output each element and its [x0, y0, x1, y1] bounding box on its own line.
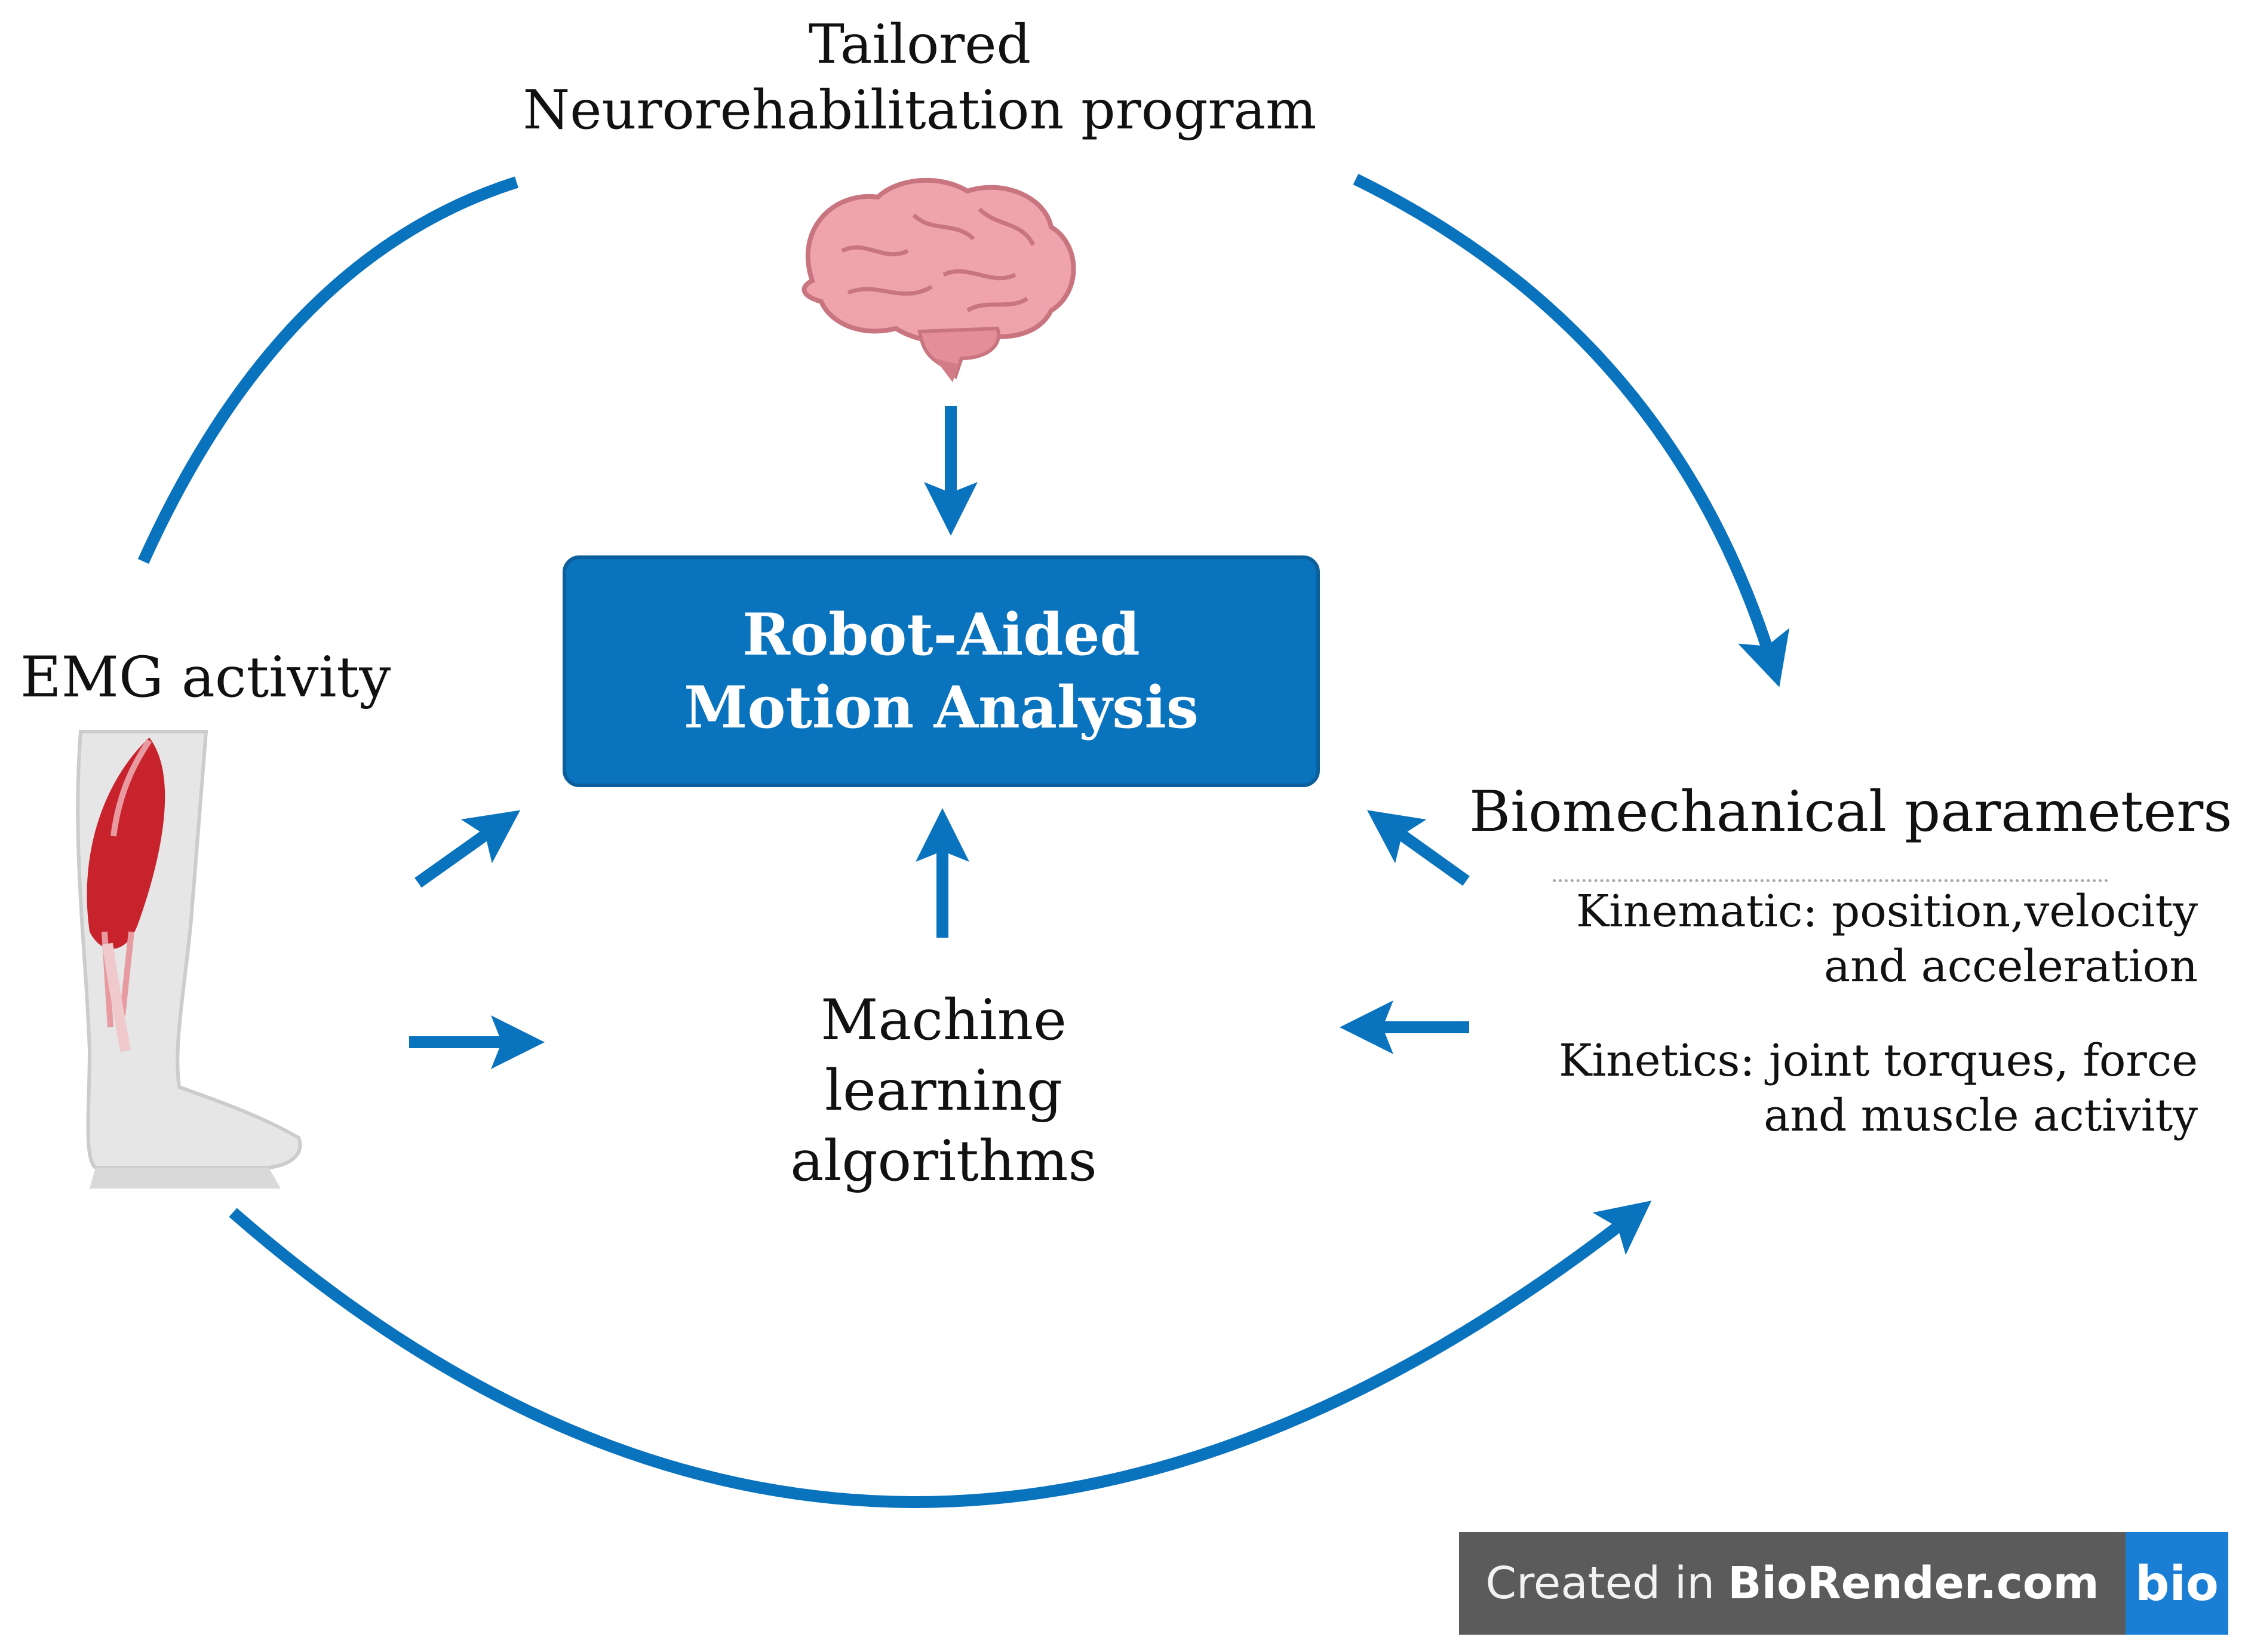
biorender-logo-icon: bio [2126, 1532, 2228, 1635]
machine-learning-label: Machine learning algorithms [790, 988, 1097, 1194]
emg-activity-label: EMG activity [20, 645, 391, 710]
loop-arc-top-right [1353, 174, 1790, 687]
kinematic-description: Kinematic: position,velocity and acceler… [1576, 886, 2198, 992]
badge-brand: BioRender.com [1728, 1558, 2099, 1609]
biomechanical-parameters-title: Biomechanical parameters [1469, 779, 2232, 845]
kinetics-description: Kinetics: joint torques, force and muscl… [1559, 1035, 2198, 1141]
biorender-badge[interactable]: Created in BioRender.com bio [1459, 1532, 2228, 1635]
badge-created-in: Created in [1485, 1558, 1715, 1609]
robot-aided-motion-analysis-label: Robot-Aided Motion Analysis [684, 601, 1199, 741]
badge-text: Created in BioRender.com [1459, 1532, 2126, 1635]
arrow-bio-to-box [1366, 810, 1470, 886]
program-title-line1: Tailored [808, 13, 1031, 76]
loop-arc-bottom [229, 1200, 1652, 1508]
arrow-emg-to-box [414, 810, 521, 888]
program-title-line2: Neurorehabilitation program [523, 79, 1317, 142]
robot-aided-motion-analysis-box: Robot-Aided Motion Analysis [563, 555, 1320, 787]
leg-muscle-icon [76, 730, 302, 1189]
biomechanical-divider [1553, 879, 2108, 882]
loop-arc-top-left [137, 176, 519, 564]
brain-icon [801, 177, 1076, 382]
